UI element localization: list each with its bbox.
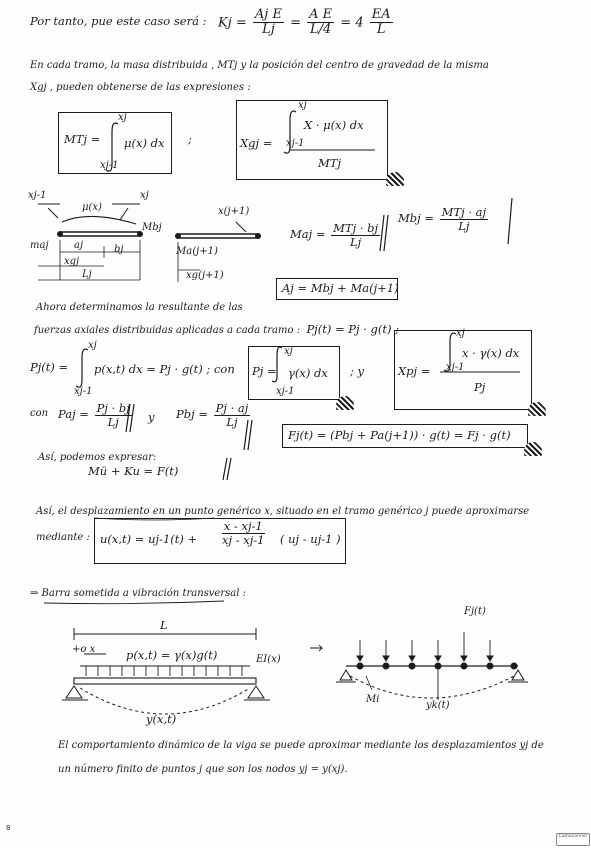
pj-lhs: Pj = [252, 364, 277, 378]
pjt-lhs: Pj(t) = [30, 360, 69, 374]
aj-formula-box [276, 278, 398, 300]
xgj-denominator: MTj [318, 156, 342, 170]
text-line-9: El comportamiento dinámico de la viga se… [58, 740, 544, 751]
fig1-label-bj: bj [114, 244, 124, 255]
pj-lower-limit: xj-1 [276, 386, 295, 397]
xgj-lhs: Xgj = [240, 136, 273, 150]
text-line-2: En cada tramo, la masa distribuida , MTj… [30, 60, 489, 71]
text-line-3: Xgj , pueden obtenerse de las expresione… [30, 82, 251, 93]
displacement-rhs: ( uj - uj-1 ) [280, 532, 341, 546]
fj-formula: Fj(t) = (Pbj + Pa(j+1)) · g(t) = Fj · g(… [288, 428, 511, 442]
mtj-integrand: μ(x) dx [124, 136, 165, 150]
mtj-upper-limit: xj [118, 112, 127, 123]
fig3-label-force: Fj(t) [464, 606, 486, 617]
fig3-label-mass: Mi [366, 694, 380, 705]
mtj-lhs: MTj = [64, 132, 101, 146]
fig2-label-x: +o x [72, 644, 96, 655]
fj-formula-box [282, 424, 528, 448]
xpj-formula-box [394, 330, 532, 410]
fig2-label-load: p(x,t) = γ(x)g(t) [126, 648, 218, 662]
paj-separator: y [148, 410, 155, 424]
fig2-label-L: L [160, 618, 168, 632]
end-mark-hatch [336, 396, 354, 410]
end-mark-hatch [528, 402, 546, 416]
equation-of-motion: Mü + Ku = F(t) [88, 464, 179, 478]
fig1-label-maj-plus1: Ma(j+1) [176, 246, 218, 257]
xpj-lhs: Xpj = [398, 364, 431, 378]
text-line-4: Ahora determinamos la resultante de las [36, 302, 243, 313]
pj-separator: ; y [350, 364, 365, 378]
pjt-integrand: p(x,t) dx = Pj · g(t) ; con [94, 362, 235, 376]
section-heading: ⇒ Barra sometida a vibración transversal… [30, 588, 246, 599]
pjt-lower-limit: xj-1 [74, 386, 93, 397]
text-line-5: fuerzas axiales distribuidas aplicadas a… [34, 322, 400, 336]
fig1-label-maj: maj [30, 240, 49, 251]
fig1-label-xj1: xj-1 [28, 190, 47, 201]
pjt-upper-limit: xj [88, 340, 97, 351]
displacement-lhs: u(x,t) = uj-1(t) + [100, 532, 198, 546]
xgj-integrand: X · μ(x) dx [304, 118, 364, 132]
text-line-8: mediante : [36, 532, 90, 543]
fig1-label-xj: xj [140, 190, 149, 201]
fig1-label-xgj: xgj [64, 256, 80, 267]
xpj-lower-limit: xj-1 [446, 362, 465, 373]
mtj-formula-box [58, 112, 172, 174]
xgj-upper-limit: xj [298, 100, 307, 111]
xpj-integrand: x · γ(x) dx [462, 346, 520, 360]
page-number: 8 [6, 824, 11, 832]
fig3-label-yk: yk(t) [426, 700, 450, 711]
line1-prefix: Por tanto, pue este caso será : [30, 14, 207, 28]
text-line-1: Por tanto, pue este caso será : [30, 14, 206, 28]
fig1-label-xj-plus1: x(j+1) [218, 206, 250, 217]
end-mark-hatch [524, 442, 542, 456]
xgj-formula-box [236, 100, 388, 180]
fig2-label-deflection: y(x,t) [146, 712, 177, 726]
pj-formula-box [248, 346, 340, 400]
text-line-7: Así, el desplazamiento en un punto genér… [36, 506, 530, 517]
fig2-label-EI: EI(x) [256, 654, 281, 665]
pj-integrand: γ(x) dx [288, 366, 328, 380]
xpj-denominator: Pj [474, 380, 486, 394]
stiffness-label: Kj = [218, 15, 247, 31]
mtj-lower-limit: xj-1 [100, 160, 119, 171]
xpj-upper-limit: xj [456, 328, 465, 339]
paj-prefix: con [30, 408, 49, 419]
displacement-formula-box [94, 518, 346, 564]
text-line-6: Así, podemos expresar: [38, 452, 157, 463]
text-line-10: un número finito de puntos j que son los… [58, 764, 348, 775]
fig1-label-xgj-plus1: xg(j+1) [186, 270, 224, 281]
end-mark-hatch [386, 172, 404, 186]
xgj-lower-limit: xj-1 [286, 138, 305, 149]
fig1-label-mu: μ(x) [82, 202, 102, 213]
pj-upper-limit: xj [284, 346, 293, 357]
semicolon: ; [188, 132, 192, 146]
scanner-stamp: CamScanner [556, 833, 590, 846]
fig1-label-lj: Lj [82, 269, 92, 280]
aj-formula: Aj = Mbj + Ma(j+1) [282, 281, 399, 295]
stiffness-eq: = 4 [340, 15, 364, 31]
fig1-label-aj: aj [74, 240, 84, 251]
fig1-label-mbj: Mbj [142, 222, 162, 233]
